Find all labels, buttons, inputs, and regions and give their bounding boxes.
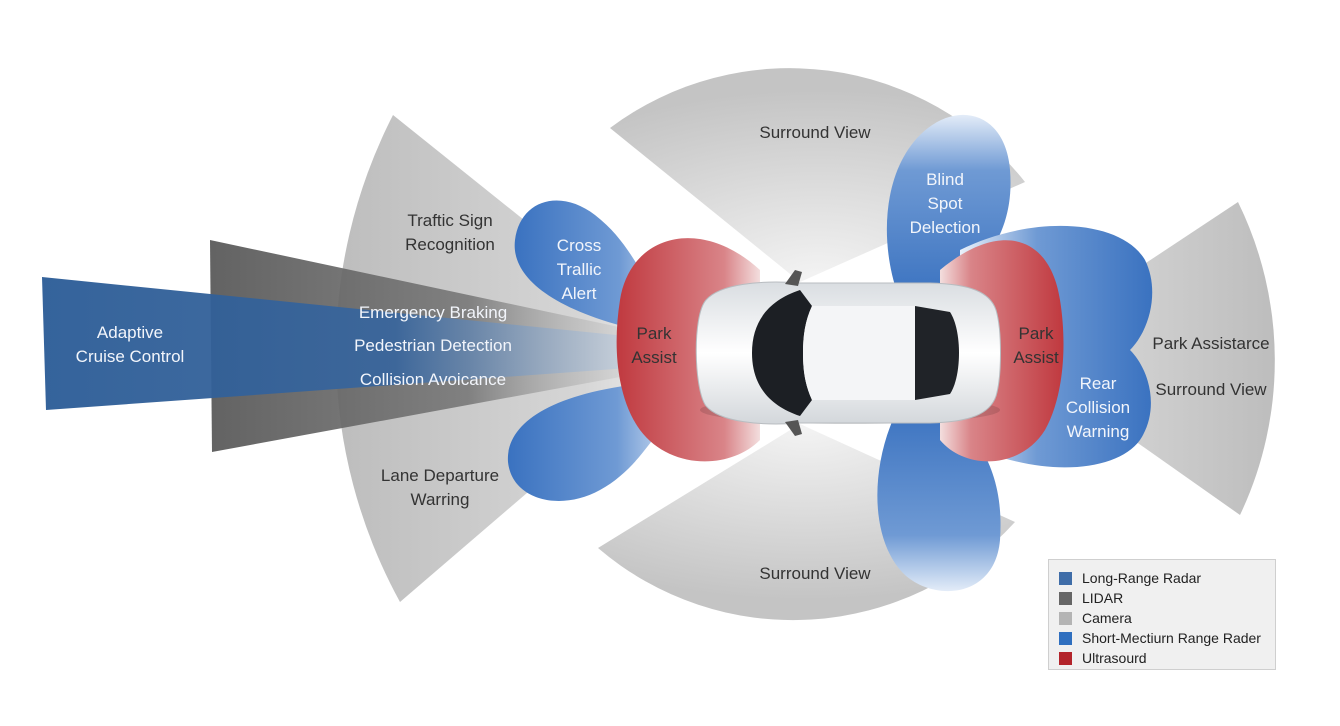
label-line: Collision Avoicance — [360, 370, 506, 389]
label-line: Surround View — [759, 123, 871, 142]
label-line: Park — [637, 324, 672, 343]
label-pedestrian-detection: Pedestrian Detection — [354, 336, 512, 355]
label-line: Cross — [557, 236, 601, 255]
legend-swatch-icon — [1059, 651, 1072, 665]
label-line: Assist — [631, 348, 677, 367]
label-line: Cruise Control — [76, 347, 185, 366]
legend-label: LIDAR — [1082, 590, 1124, 606]
legend-swatch-icon — [1059, 591, 1072, 605]
legend-item: Short-Mectiurn Range Rader — [1059, 628, 1275, 648]
label-line: Blind — [926, 170, 964, 189]
label-line: Warning — [1067, 422, 1130, 441]
label-surround-view-rear: Surround View — [1155, 380, 1267, 399]
label-line: Surround View — [759, 564, 871, 583]
label-emergency-braking: Emergency Braking — [359, 303, 507, 322]
legend-swatch-icon — [1059, 631, 1072, 645]
car-top-view — [695, 270, 1001, 436]
label-collision-avoidance: Collision Avoicance — [360, 370, 506, 389]
legend-item: Camera — [1059, 608, 1275, 628]
legend-item: LIDAR — [1059, 588, 1275, 608]
label-line: Lane Departure — [381, 466, 499, 485]
label-line: Spot — [928, 194, 963, 213]
label-line: Park Assistarce — [1152, 334, 1269, 353]
label-line: Rear — [1080, 374, 1117, 393]
label-line: Traftic Sign — [407, 211, 492, 230]
label-line: Collision — [1066, 398, 1130, 417]
car-rear-window — [915, 306, 959, 400]
legend-label: Ultrasourd — [1082, 650, 1147, 666]
long-range-radar-beam — [42, 277, 685, 410]
car-roof — [803, 306, 915, 400]
label-line: Assist — [1013, 348, 1059, 367]
legend-swatch-icon — [1059, 571, 1072, 585]
label-line: Park — [1019, 324, 1054, 343]
camera-surround-view-top — [610, 68, 1025, 282]
label-line: Emergency Braking — [359, 303, 507, 322]
legend-item: Ultrasourd — [1059, 648, 1275, 668]
legend-label: Long-Range Radar — [1082, 570, 1202, 586]
label-line: Adaptive — [97, 323, 163, 342]
label-line: Surround View — [1155, 380, 1267, 399]
label-surround-view-bottom: Surround View — [759, 564, 871, 583]
car-mirror-bottom — [785, 420, 802, 436]
legend-item: Long-Range Radar — [1059, 568, 1275, 588]
label-surround-view-top: Surround View — [759, 123, 871, 142]
car-mirror-top — [785, 270, 802, 286]
label-line: Pedestrian Detection — [354, 336, 512, 355]
label-line: Trallic — [557, 260, 602, 279]
legend-swatch-icon — [1059, 611, 1072, 625]
label-line: Warring — [411, 490, 470, 509]
label-line: Alert — [562, 284, 597, 303]
car-windshield — [752, 290, 812, 416]
label-park-assistance-rear: Park Assistarce — [1152, 334, 1269, 353]
label-line: Recognition — [405, 235, 495, 254]
camera-rear-sector — [1010, 202, 1275, 515]
label-line: Delection — [910, 218, 981, 237]
legend-label: Short-Mectiurn Range Rader — [1082, 630, 1261, 646]
legend-label: Camera — [1082, 610, 1132, 626]
